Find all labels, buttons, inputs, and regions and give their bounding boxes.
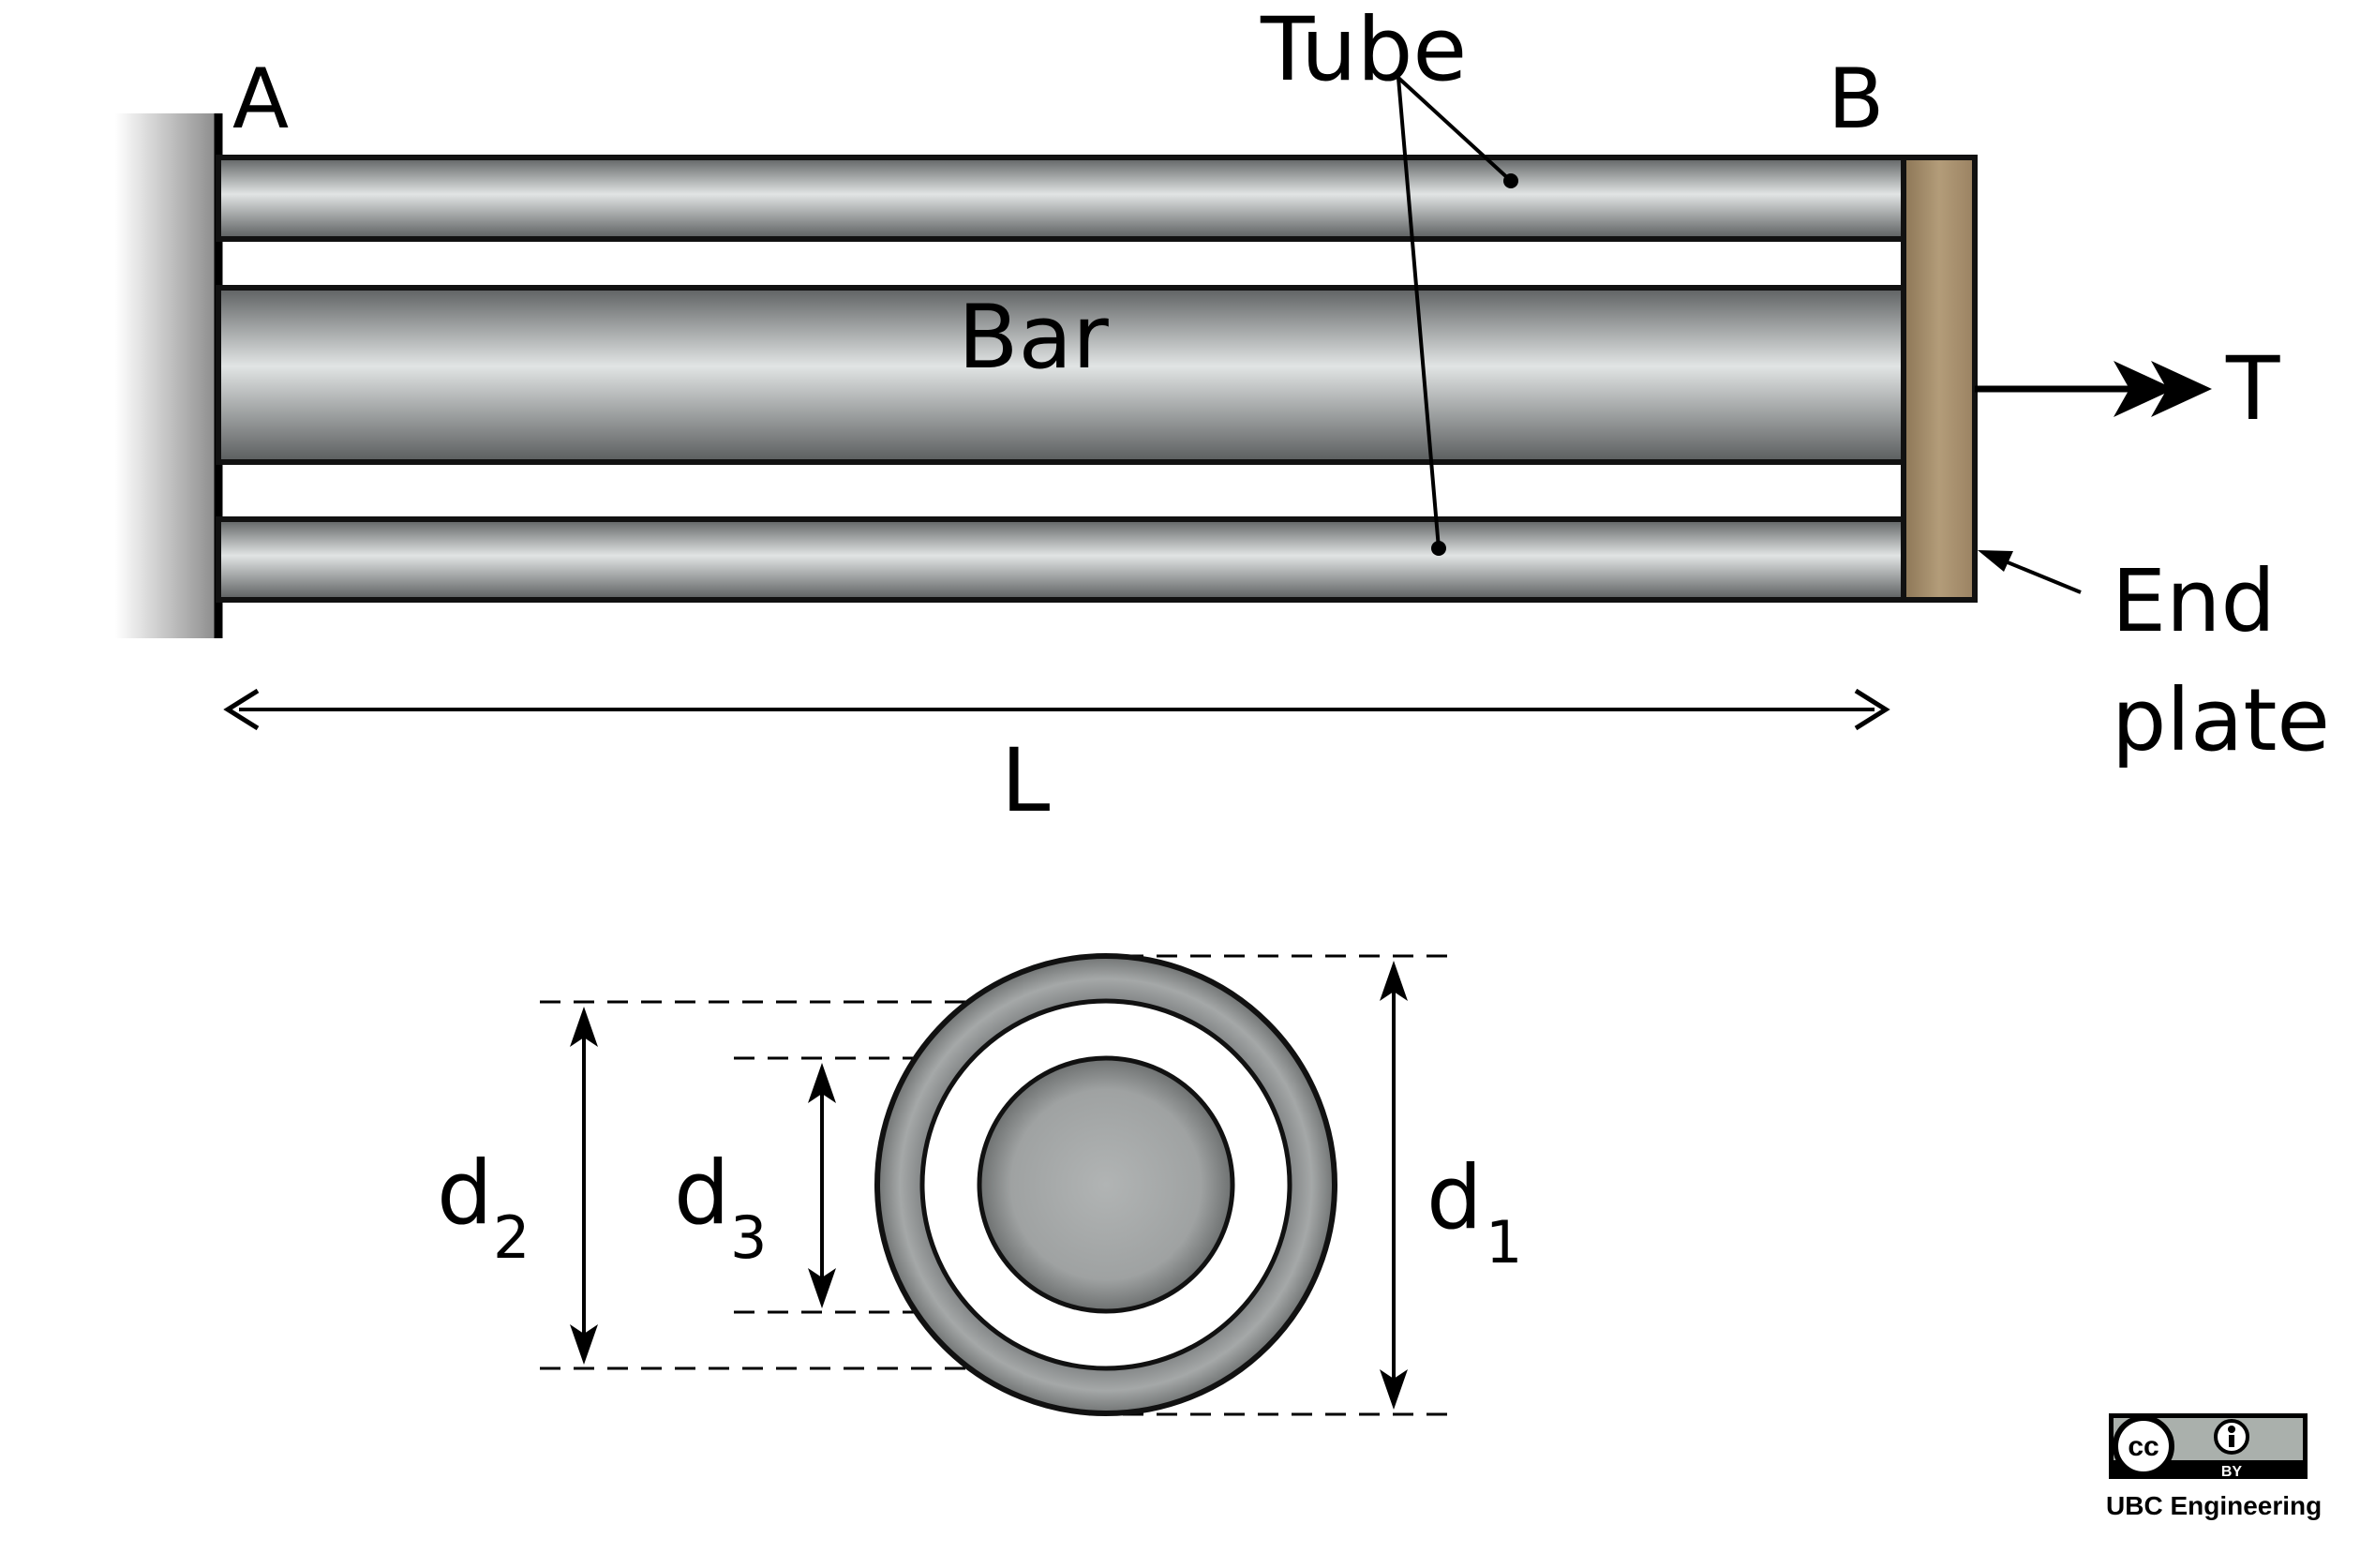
by-label: BY bbox=[2221, 1464, 2243, 1480]
d1-arrowhead-top bbox=[1380, 961, 1408, 1001]
label-bar: Bar bbox=[958, 287, 1109, 389]
d2-arrowhead-bottom bbox=[570, 1324, 598, 1365]
tube-leader-dot-lower bbox=[1431, 541, 1446, 556]
end-plate-leader-arrowhead bbox=[1978, 550, 2013, 572]
label-tube: Tube bbox=[1260, 0, 1467, 101]
torque-arrowhead-1 bbox=[2114, 361, 2174, 417]
bar-cross-section bbox=[977, 1055, 1235, 1314]
credit-ubc-engineering: UBC Engineering bbox=[2106, 1491, 2322, 1520]
fixed-wall bbox=[115, 113, 218, 638]
label-end-plate-line2: plate bbox=[2112, 670, 2330, 770]
label-d1-subscript: 1 bbox=[1486, 1208, 1522, 1277]
cc-icon bbox=[2113, 1415, 2174, 1477]
end-plate bbox=[1901, 155, 1978, 603]
tube-leader-dot-upper bbox=[1503, 173, 1518, 188]
cc-icon-text: cc bbox=[2128, 1431, 2158, 1462]
label-d2: d bbox=[437, 1142, 493, 1245]
torque-arrowhead-2 bbox=[2151, 361, 2212, 417]
tube-leader-lower bbox=[1397, 77, 1441, 549]
label-d3: d bbox=[674, 1142, 730, 1245]
tube-lower-wall bbox=[216, 516, 1906, 603]
label-a: A bbox=[232, 51, 289, 147]
label-d2-subscript: 2 bbox=[493, 1203, 530, 1272]
label-d1: d bbox=[1426, 1147, 1483, 1249]
length-arrowhead-right bbox=[1854, 688, 1890, 731]
tube-leader-upper bbox=[1397, 76, 1513, 183]
cc-by-license-badge: cc BY bbox=[2109, 1413, 2308, 1480]
length-arrowhead-left bbox=[223, 688, 260, 731]
tube-upper-wall bbox=[216, 155, 1906, 242]
label-d3-subscript: 3 bbox=[730, 1203, 767, 1272]
label-end-plate-line1: End bbox=[2112, 551, 2276, 651]
label-torque: T bbox=[2225, 338, 2280, 441]
label-length: L bbox=[1001, 730, 1050, 832]
d3-arrowhead-top bbox=[808, 1063, 836, 1103]
d3-arrowhead-bottom bbox=[808, 1268, 836, 1308]
label-b: B bbox=[1828, 51, 1884, 147]
d1-arrowhead-bottom bbox=[1380, 1369, 1408, 1410]
d2-arrowhead-top bbox=[570, 1007, 598, 1047]
